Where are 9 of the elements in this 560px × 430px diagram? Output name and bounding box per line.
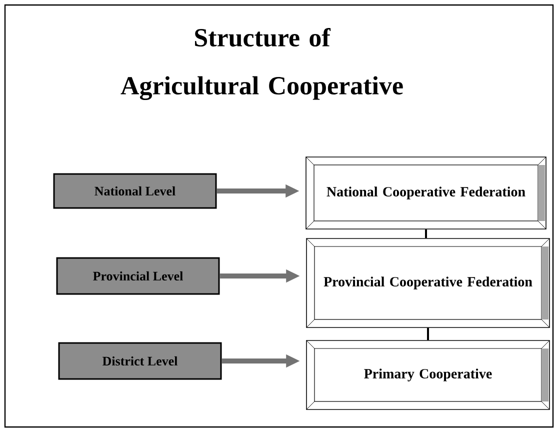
bevel-box: Primary Cooperative — [306, 340, 550, 410]
connector-line — [427, 328, 429, 340]
bevel-box: Provincial Cooperative Federation — [306, 238, 550, 328]
bevel-box: National Cooperative Federation — [306, 156, 546, 230]
title: Structure of Agricultural Cooperative — [120, 28, 403, 100]
level-tag: District Level — [58, 342, 222, 380]
level-tag: National Level — [53, 173, 217, 209]
level-tag: Provincial Level — [56, 257, 220, 295]
connector-line — [425, 229, 427, 238]
